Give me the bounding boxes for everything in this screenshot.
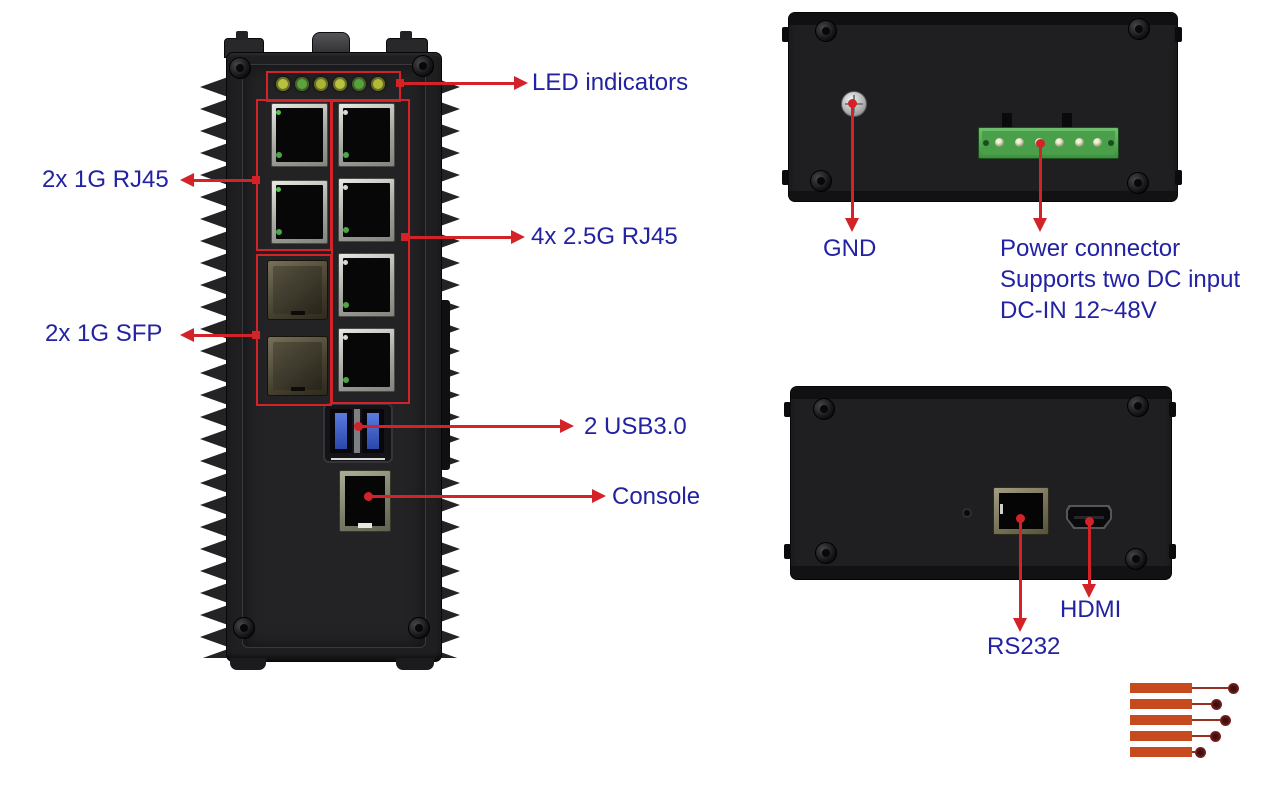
top-view-photo: [782, 12, 1182, 202]
brand-logo: [1130, 681, 1242, 763]
panel-screw: [810, 170, 832, 192]
heatsink-fins-left: [198, 76, 228, 658]
hdmi-label: HDMI: [1060, 596, 1122, 623]
status-led: [295, 77, 309, 91]
power-label-line1: Power connector: [1000, 235, 1181, 262]
gnd-label: GND: [823, 235, 877, 262]
arrow-left-icon: [180, 173, 194, 187]
side-nub: [1175, 27, 1182, 42]
rj45-1g-label: 2x 1G RJ45: [42, 166, 169, 193]
panel-screw: [1128, 18, 1150, 40]
sfp-port: [267, 260, 328, 320]
power-label-line3: DC-IN 12~48V: [1000, 297, 1157, 324]
panel-screw: [408, 617, 430, 639]
rj45-25g-label: 4x 2.5G RJ45: [531, 223, 678, 250]
sfp-port: [267, 336, 328, 396]
panel-screw: [813, 398, 835, 420]
side-nub: [1175, 170, 1182, 185]
side-nub: [782, 27, 789, 42]
panel-screw: [1127, 395, 1149, 417]
terminal-tab: [1062, 113, 1072, 128]
panel-screw: [1125, 548, 1147, 570]
power-terminal-block: [978, 127, 1119, 159]
rear-view-photo: [784, 386, 1176, 580]
rj45-1g-port: [271, 180, 328, 244]
rs232-label: RS232: [987, 633, 1061, 660]
front-panel-photo: [196, 28, 464, 688]
sfp-callout-box: [256, 254, 332, 406]
sfp-1g-label: 2x 1G SFP: [45, 320, 163, 347]
rear-chassis: [790, 386, 1172, 580]
arrow-down-icon: [1082, 584, 1096, 598]
power-label-line2: Supports two DC input: [1000, 266, 1241, 293]
arrow-right-icon: [514, 76, 528, 90]
ear-nub: [400, 31, 412, 40]
reset-pinhole: [964, 510, 970, 516]
panel-screw: [229, 57, 251, 79]
status-led: [371, 77, 385, 91]
status-led: [352, 77, 366, 91]
panel-screw: [815, 542, 837, 564]
arrow-down-icon: [1033, 218, 1047, 232]
arrow-down-icon: [845, 218, 859, 232]
status-led: [333, 77, 347, 91]
rj45-25g-port: [338, 103, 395, 167]
chassis-foot: [230, 658, 266, 670]
arrow-right-icon: [511, 230, 525, 244]
side-nub: [1169, 544, 1176, 559]
usb3-ports: [323, 403, 393, 463]
led-indicators-label: LED indicators: [532, 69, 689, 96]
side-nub: [782, 170, 789, 185]
status-led: [314, 77, 328, 91]
arrow-left-icon: [180, 328, 194, 342]
side-nub: [1169, 402, 1176, 417]
rj45-1g-port: [271, 103, 328, 167]
status-led: [276, 77, 290, 91]
terminal-tab: [1002, 113, 1012, 128]
panel-screw: [815, 20, 837, 42]
arrow-right-icon: [592, 489, 606, 503]
rj45-1g-callout-box: [256, 99, 332, 251]
arrow-down-icon: [1013, 618, 1027, 632]
chassis-foot: [396, 658, 434, 670]
side-nub: [784, 544, 791, 559]
console-port: [339, 470, 391, 532]
led-callout-box: [266, 71, 401, 102]
ear-nub: [236, 31, 248, 40]
panel-screw: [1127, 172, 1149, 194]
arrow-right-icon: [560, 419, 574, 433]
usb3-label: 2 USB3.0: [584, 413, 687, 440]
panel-screw: [412, 55, 434, 77]
console-label: Console: [612, 483, 701, 510]
rj45-25g-port: [338, 253, 395, 317]
rj45-25g-port: [338, 328, 395, 392]
side-nub: [784, 402, 791, 417]
panel-screw: [233, 617, 255, 639]
rj45-25g-callout-box: [331, 99, 410, 404]
rj45-25g-port: [338, 178, 395, 242]
